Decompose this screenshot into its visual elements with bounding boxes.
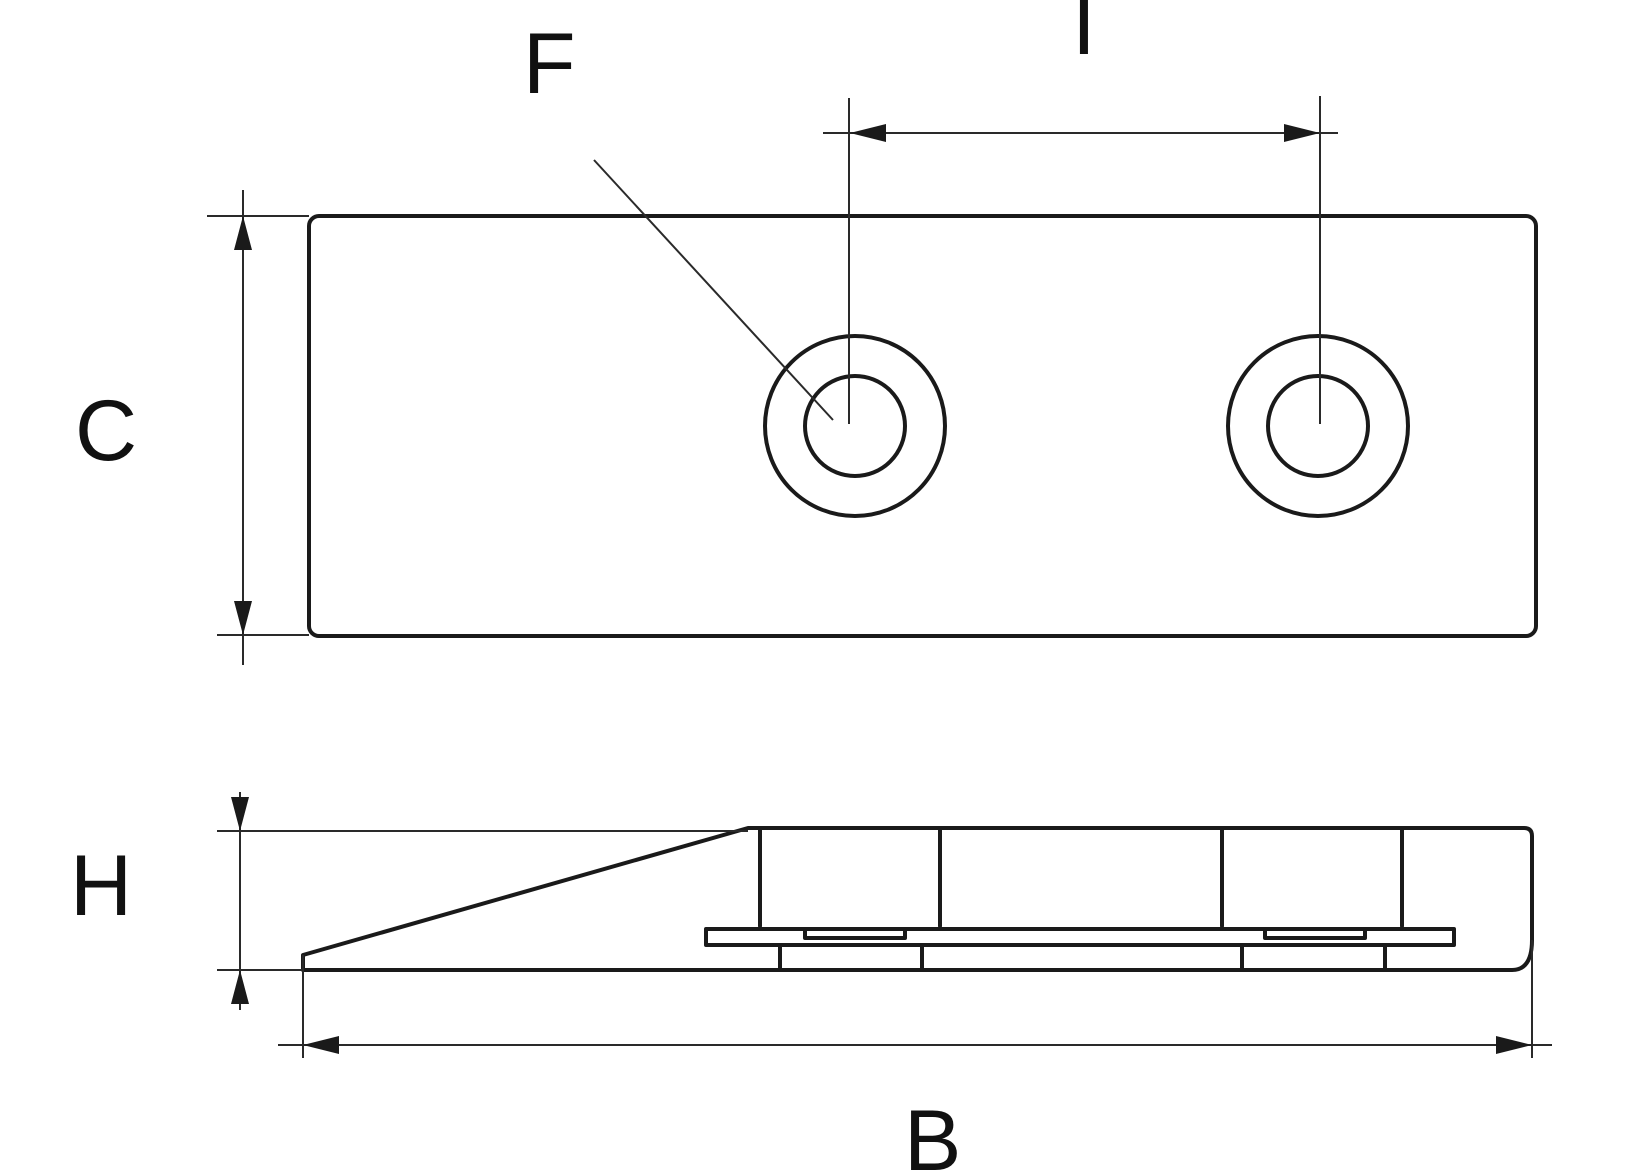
dimension-h-arrow-bottom — [231, 970, 249, 1004]
dimension-c-arrow-bottom — [234, 601, 252, 635]
dimension-f-leader-line — [593, 159, 834, 421]
top-view — [207, 96, 1538, 665]
dimension-h-arrow-top — [231, 797, 249, 831]
side-view-left-insert-stud — [803, 927, 907, 940]
dimension-i-arrow-right — [1284, 124, 1320, 142]
dimension-b-label: B — [904, 1093, 961, 1170]
left-hole-outer-ring — [763, 334, 947, 518]
side-view-insert-plate — [704, 927, 1456, 947]
dimension-i — [823, 124, 1338, 142]
dimension-b-arrow-left — [303, 1036, 339, 1054]
dimension-h-label: H — [70, 838, 132, 934]
side-view — [217, 792, 1552, 1058]
right-hole-inner-ring — [1266, 374, 1370, 478]
left-bolt-hole — [763, 334, 947, 518]
side-view-body-outline — [301, 826, 1534, 972]
side-view-right-insert-stud — [1263, 927, 1367, 940]
top-view-plate-outline — [307, 214, 1538, 638]
dimension-b-arrow-right — [1496, 1036, 1532, 1054]
dimension-c-arrow-top — [234, 216, 252, 250]
dimension-i-arrow-left — [850, 124, 886, 142]
right-bolt-hole — [1226, 334, 1410, 518]
dimension-i-label: I — [1072, 0, 1096, 73]
dimension-c — [207, 190, 309, 665]
dimension-c-label: C — [75, 383, 137, 479]
left-hole-inner-ring — [803, 374, 907, 478]
dimension-h — [217, 792, 748, 1010]
dimension-f-label: F — [523, 16, 576, 112]
right-hole-outer-ring — [1226, 334, 1410, 518]
dimension-b — [278, 940, 1552, 1058]
